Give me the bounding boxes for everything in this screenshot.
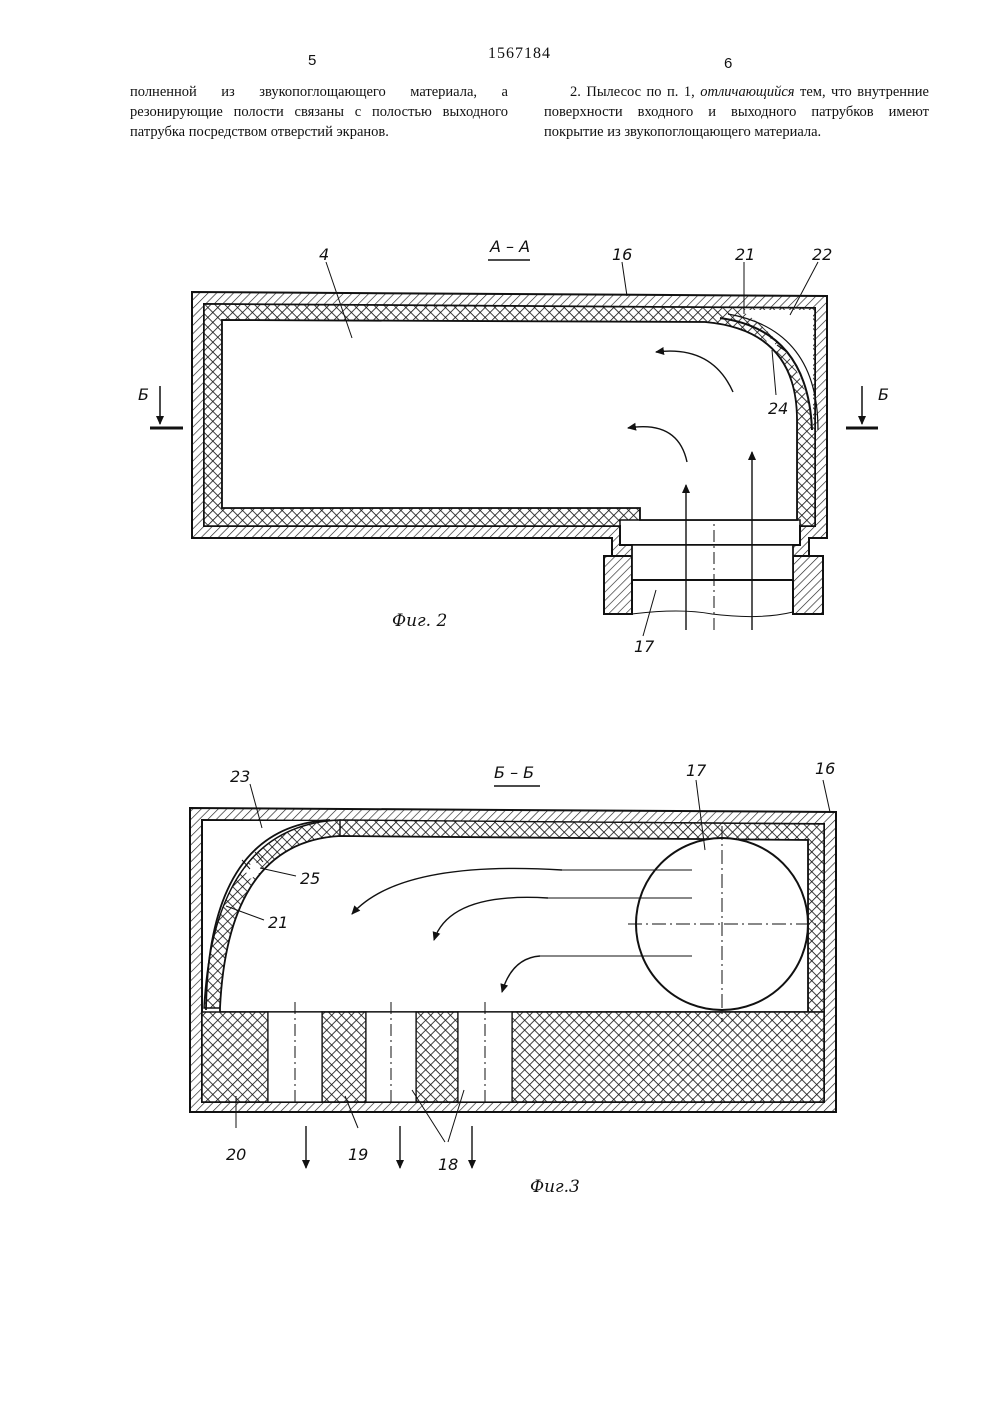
callout-24: 24 xyxy=(768,399,788,418)
section-b-label-right: Б xyxy=(878,385,889,404)
chamber-4 xyxy=(222,320,797,520)
section-label-bb: Б – Б xyxy=(494,763,534,782)
section-b-label-left: Б xyxy=(138,385,149,404)
callout-19: 19 xyxy=(348,1145,368,1164)
callout-4: 4 xyxy=(319,245,329,264)
figure-2: А – А 4 16 21 22 24 17 Б Б Фиг. 2 xyxy=(138,237,889,656)
leader-16 xyxy=(622,262,627,296)
callout-23: 23 xyxy=(230,767,250,786)
section-label-aa: А – А xyxy=(489,237,530,256)
leader-16-b xyxy=(823,780,830,812)
callout-21: 21 xyxy=(735,245,755,264)
callout-16-b: 16 xyxy=(815,759,835,778)
callout-16: 16 xyxy=(612,245,632,264)
absorber-block-20 xyxy=(202,1002,824,1106)
figure-3-caption: Фиг.3 xyxy=(530,1177,580,1197)
figure-2-caption: Фиг. 2 xyxy=(392,611,447,631)
callout-20: 20 xyxy=(226,1145,246,1164)
callout-22: 22 xyxy=(812,245,832,264)
callout-17: 17 xyxy=(634,637,655,656)
callout-18: 18 xyxy=(438,1155,458,1174)
callout-25: 25 xyxy=(300,869,320,888)
callout-17-b: 17 xyxy=(686,761,707,780)
figure-3: Б – Б 23 17 16 25 21 20 19 18 Фиг.3 xyxy=(190,759,836,1197)
callout-21-b: 21 xyxy=(268,913,288,932)
